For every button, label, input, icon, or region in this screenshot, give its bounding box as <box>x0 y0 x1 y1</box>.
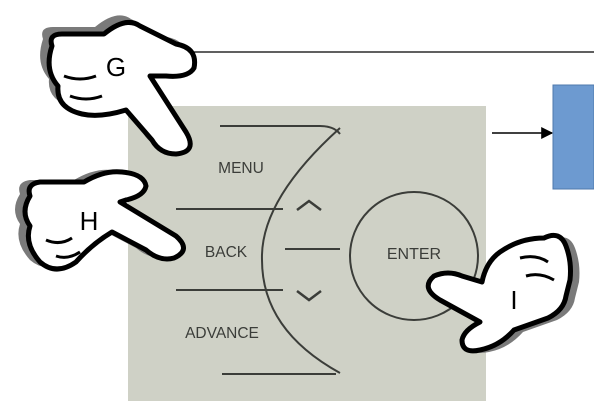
hand-g-label: G <box>106 52 126 82</box>
chevron-down-icon[interactable] <box>296 290 322 302</box>
accent-box <box>552 84 594 190</box>
menu-button[interactable]: MENU <box>218 160 264 177</box>
enter-button[interactable]: ENTER <box>387 246 441 263</box>
hand-i-label: I <box>510 285 517 315</box>
hand-h-label: H <box>80 206 99 236</box>
back-button[interactable]: BACK <box>205 244 248 261</box>
advance-button[interactable]: ADVANCE <box>185 325 259 342</box>
enter-ring <box>349 191 479 321</box>
hand-g-icon: G <box>40 15 198 157</box>
panel-lines <box>176 125 479 375</box>
chevron-up-icon[interactable] <box>296 199 322 211</box>
hand-i-icon: I <box>425 232 580 354</box>
hand-h-icon: H <box>15 169 186 272</box>
